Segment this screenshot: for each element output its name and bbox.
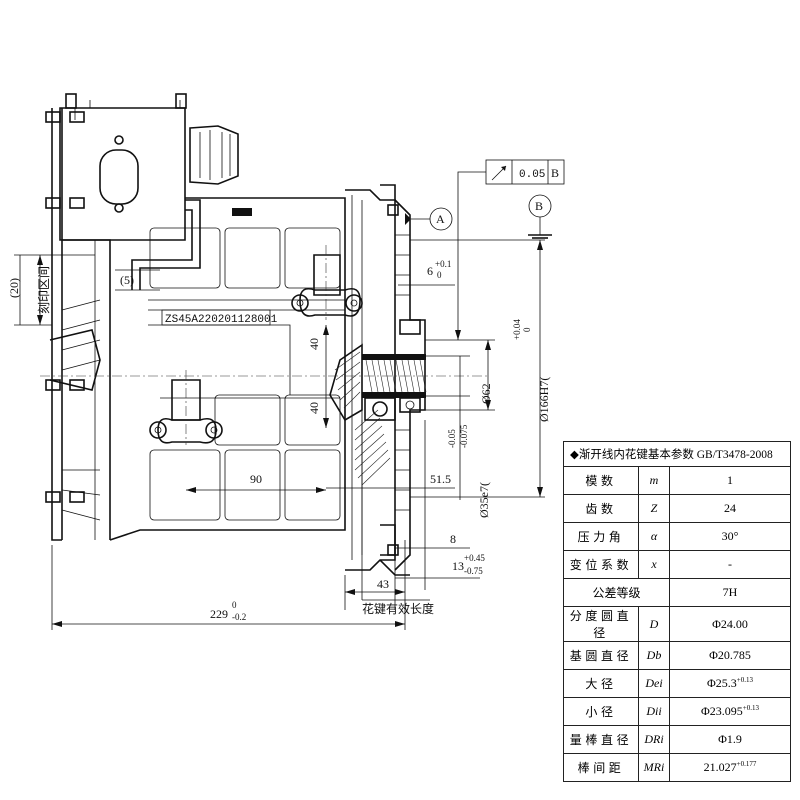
dim-166-upper: +0.04 [512, 319, 522, 340]
table-row: 模数 m 1 [563, 466, 791, 495]
dim-229: 229 [210, 607, 228, 621]
dim-51-5: 51.5 [430, 472, 451, 486]
front-flange [329, 184, 427, 576]
centre-lines [40, 245, 490, 445]
mark-area-label: 刻印区间 [37, 266, 51, 314]
dim-5: (5) [120, 273, 134, 287]
dim-20: (20) [7, 278, 21, 298]
table-row: 齿数 Z 24 [563, 494, 791, 523]
dim-166: Ø166H7( [537, 377, 551, 422]
dimension-lines [14, 159, 565, 630]
frame-datum-b: B [551, 166, 559, 180]
table-row: 量棒直径 DRi Φ1.9 [563, 725, 791, 754]
table-row: 基圆直径 Db Φ20.785 [563, 641, 791, 670]
dim-62: Ø62 [479, 383, 493, 404]
dim-13-lower: -0.75 [464, 566, 483, 576]
spline-parameter-table: ◆渐开线内花键基本参数 GB/T3478-2008 模数 m 1 齿数 Z 24… [563, 441, 791, 782]
tolerance-class-label: 公差等级 [563, 578, 670, 607]
serial-number: ZS45A220201128001 [165, 314, 278, 326]
dim-229-upper: 0 [232, 600, 237, 610]
dim-43: 43 [377, 577, 389, 591]
table-row: 分度圆直径 D Φ24.00 [563, 606, 791, 642]
dim-166-lower: 0 [522, 327, 532, 332]
dimension-texts: 0.05 B B A 6 +0.1 0 (20) 刻印区间 (5) ZS45A2… [7, 166, 559, 622]
dim-35: Ø35e7( [477, 482, 491, 518]
dim-13: 13 [452, 559, 464, 573]
table-row: 压力角 α 30° [563, 522, 791, 551]
dim-8: 8 [450, 532, 456, 546]
dim-35-lower: -0.075 [459, 424, 469, 448]
dim-229-lower: -0.2 [232, 612, 246, 622]
spline-length-label: 花键有效长度 [362, 601, 434, 616]
dim-13-upper: +0.45 [464, 553, 485, 563]
flatness-tolerance: 0.05 [519, 169, 545, 181]
dim-90: 90 [250, 472, 262, 486]
table-row: 小径 Dii Φ23.095+0.13 [563, 697, 791, 726]
datum-b-label: B [535, 199, 543, 213]
table-title: ◆渐开线内花键基本参数 GB/T3478-2008 [563, 441, 791, 467]
motor-housing [45, 93, 363, 541]
dim-40-lower: 40 [307, 402, 321, 414]
datum-a-label: A [436, 212, 445, 226]
dim-35-upper: -0.05 [447, 429, 457, 448]
table-row: 变位系数 x - [563, 550, 791, 579]
tolerance-class-value: 7H [669, 578, 791, 607]
table-row: 公差等级 7H [563, 578, 791, 607]
table-row: 棒间距 MRi 21.027+0.177 [563, 753, 791, 782]
dim-6: 6 [427, 264, 433, 278]
dim-6-upper: +0.1 [435, 259, 451, 269]
dim-40-upper: 40 [307, 338, 321, 350]
table-row: 大径 Dei Φ25.3+0.13 [563, 669, 791, 698]
dim-6-lower: 0 [437, 270, 442, 280]
